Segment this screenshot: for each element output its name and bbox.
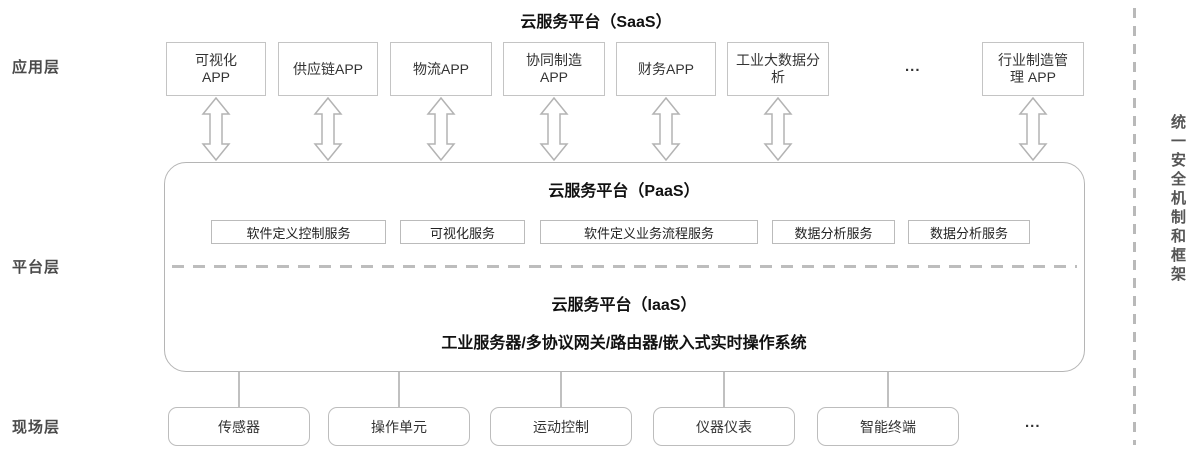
bidirectional-arrow-icon	[313, 97, 343, 161]
connector-line	[238, 372, 240, 407]
app-row-ellipsis: ...	[905, 58, 921, 75]
paas-service-sd-control: 软件定义控制服务	[211, 220, 386, 244]
field-row-ellipsis: ...	[1025, 414, 1041, 431]
paas-title: 云服务平台（PaaS）	[548, 183, 700, 200]
paas-iaas-divider	[172, 265, 1077, 268]
device-box-operating-unit: 操作单元	[328, 407, 470, 446]
app-box-logistics: 物流APP	[390, 42, 492, 96]
app-box-supply-chain: 供应链APP	[278, 42, 378, 96]
connector-line	[398, 372, 400, 407]
app-box-industry-mgmt: 行业制造管 理 APP	[982, 42, 1084, 96]
connector-line	[723, 372, 725, 407]
device-box-motion-control: 运动控制	[490, 407, 632, 446]
app-box-collaborative-mfg: 协同制造 APP	[503, 42, 605, 96]
app-box-big-data: 工业大数据分 析	[727, 42, 829, 96]
bidirectional-arrow-icon	[539, 97, 569, 161]
iaas-subtitle: 工业服务器/多协议网关/路由器/嵌入式实时操作系统	[441, 335, 807, 352]
iaas-title: 云服务平台（IaaS）	[551, 297, 697, 314]
device-box-sensor: 传感器	[168, 407, 310, 446]
bidirectional-arrow-icon	[1018, 97, 1048, 161]
device-box-smart-terminal: 智能终端	[817, 407, 959, 446]
security-divider-dashed-line	[1133, 8, 1136, 445]
bidirectional-arrow-icon	[201, 97, 231, 161]
paas-service-visualization: 可视化服务	[400, 220, 525, 244]
paas-service-data-analysis-1: 数据分析服务	[772, 220, 895, 244]
layer-label-field: 现场层	[12, 419, 61, 436]
paas-service-data-analysis-2: 数据分析服务	[908, 220, 1030, 244]
paas-service-sd-business-process: 软件定义业务流程服务	[540, 220, 758, 244]
bidirectional-arrow-icon	[763, 97, 793, 161]
layer-label-platform: 平台层	[12, 259, 61, 276]
security-sidebar-label: 统一安全机制和框架	[1169, 114, 1186, 285]
app-box-finance: 财务APP	[616, 42, 716, 96]
bidirectional-arrow-icon	[426, 97, 456, 161]
bidirectional-arrow-icon	[651, 97, 681, 161]
device-box-instruments: 仪器仪表	[653, 407, 795, 446]
app-box-visualization: 可视化 APP	[166, 42, 266, 96]
connector-line	[887, 372, 889, 407]
saas-title: 云服务平台（SaaS）	[520, 14, 672, 31]
connector-line	[560, 372, 562, 407]
layer-label-application: 应用层	[12, 59, 61, 76]
